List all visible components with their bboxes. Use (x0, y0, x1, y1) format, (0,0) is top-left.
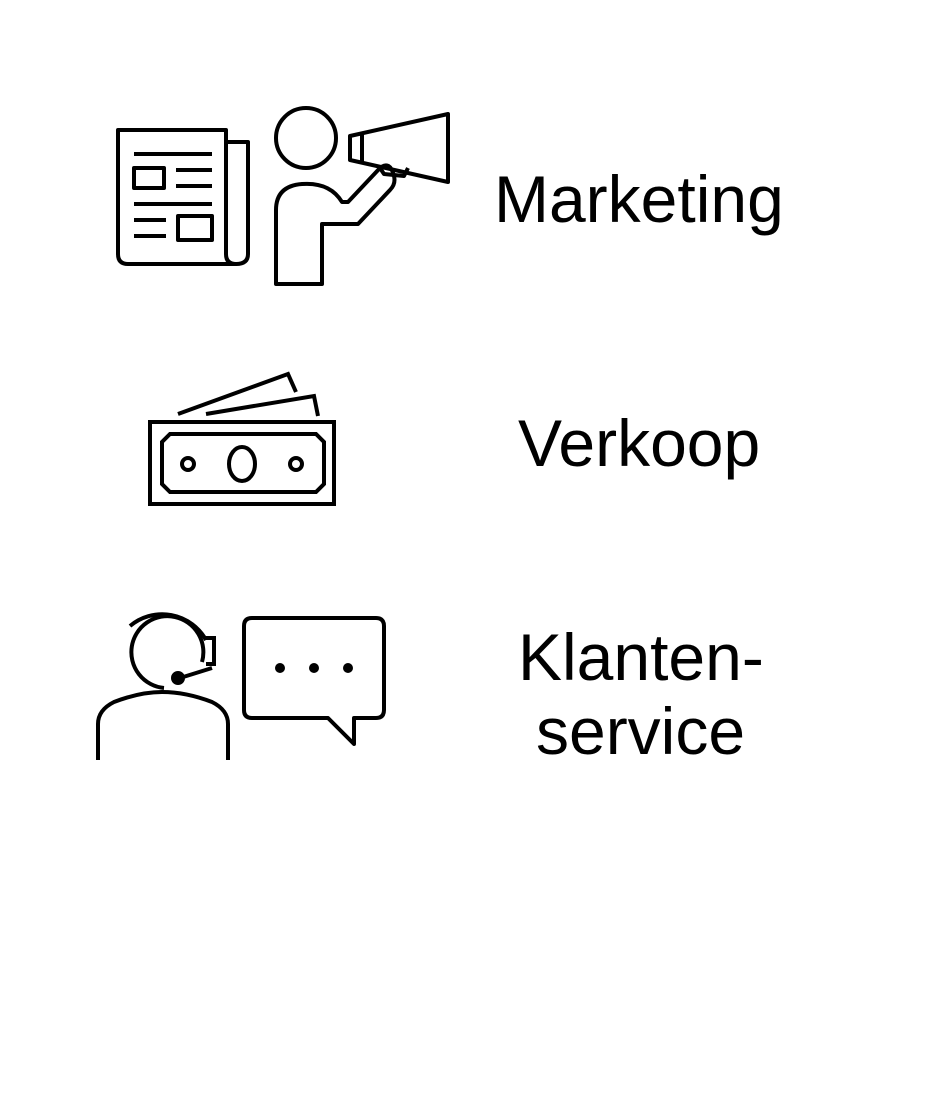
person-megaphone-icon (272, 106, 454, 290)
label-klantenservice-line1: Klanten- (518, 620, 764, 694)
label-klantenservice: Klanten- service (504, 620, 794, 768)
money-bills-icon (146, 370, 338, 510)
label-verkoop: Verkoop (518, 406, 761, 480)
newspaper-icon (114, 126, 254, 268)
customer-service-headset-icon (94, 604, 234, 764)
label-marketing: Marketing (494, 162, 784, 236)
label-klantenservice-line2: service (536, 694, 746, 768)
speech-bubble-icon (242, 616, 388, 748)
